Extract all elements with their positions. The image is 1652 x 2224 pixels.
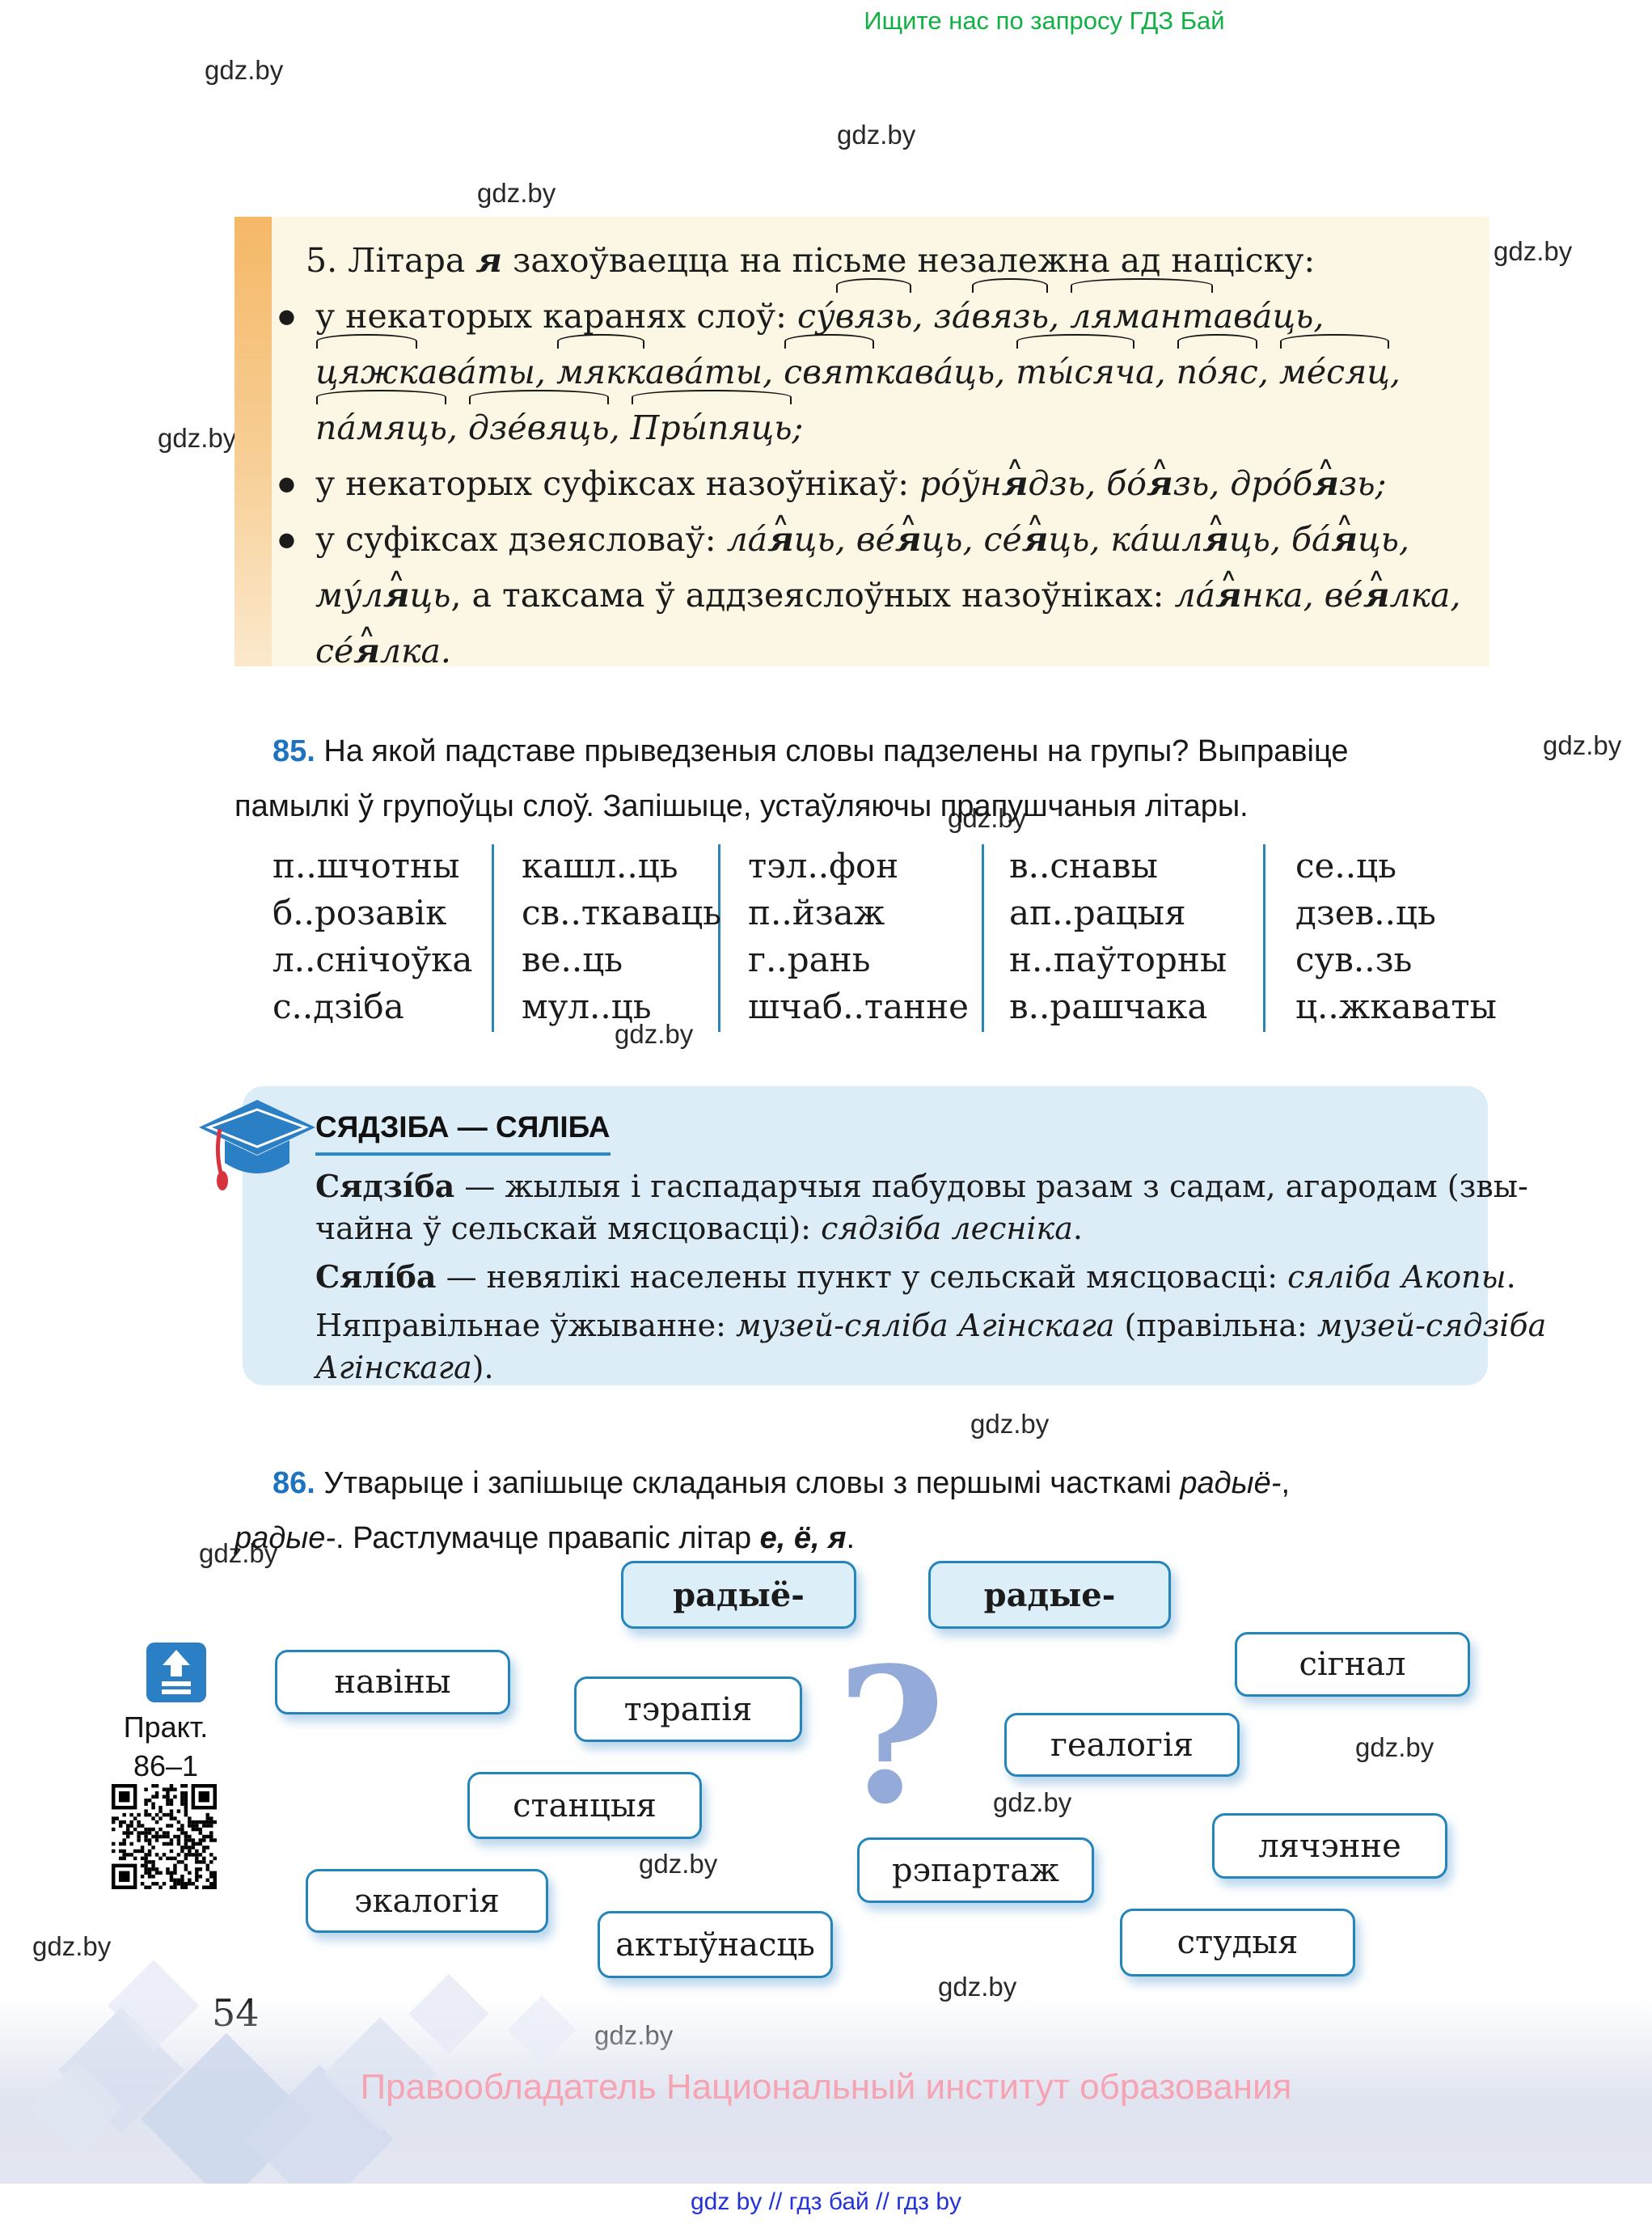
gdz-watermark: gdz.by [970, 1409, 1050, 1439]
table-separator [982, 844, 984, 1032]
word-cell: б..розавік [273, 893, 447, 932]
table-separator [1263, 844, 1265, 1032]
gdz-watermark: gdz.by [1543, 730, 1622, 760]
gdz-watermark: gdz.by [199, 1538, 278, 1568]
rule-line: у некаторых суфіксах назоўнікаў: ро́ўняд… [278, 456, 1457, 512]
word-cell: шчаб..танне [748, 987, 969, 1026]
info-line: Няправільнае ўжыванне: музей-сяліба Агін… [315, 1308, 1547, 1343]
word-cell: мул..ць [522, 987, 652, 1026]
info-box-title: СЯДЗІБА — СЯЛІБА [315, 1110, 611, 1156]
rule-line: у суфіксах дзеясловаў: ла́яць, ве́яць, с… [278, 512, 1457, 568]
rule-text: 5. Літара я захоўваецца на пісьме незале… [278, 233, 1461, 679]
exercise-86-number: 86. [273, 1466, 315, 1500]
gdz-watermark: gdz.by [158, 423, 237, 453]
table-column: п..шчотны б..розавік л..снічоўка с..дзіба [273, 843, 472, 1030]
table-separator [492, 844, 494, 1032]
rule-line: у некаторых каранях слоў: су́вязь, за́вя… [278, 278, 1457, 345]
exercise-85-number: 85. [273, 734, 315, 768]
word-cell: в..рашчака [1009, 987, 1208, 1026]
word-bubble: радыё- [621, 1561, 856, 1629]
word-cell: г..рань [748, 940, 871, 979]
word-cell: сув..зь [1295, 940, 1413, 979]
word-cell: п..шчотны [273, 846, 460, 886]
gdz-watermark: gdz.by [1355, 1732, 1434, 1762]
word-bubble: геалогія [1004, 1713, 1240, 1777]
gdz-watermark: gdz.by [948, 803, 1027, 833]
word-cell: с..дзіба [273, 987, 404, 1026]
rule-line: 5. Літара я захоўваецца на пісьме незале… [306, 241, 1316, 280]
word-cell: дзев..ць [1295, 893, 1436, 932]
info-line: Сялі́ба — невялікі населены пункт у сель… [315, 1258, 1516, 1295]
exercise-85-line1: 85. На якой падставе прыведзеныя словы п… [273, 734, 1349, 768]
word-bubble: станцыя [467, 1772, 702, 1839]
upload-icon [146, 1643, 206, 1702]
table-column: тэл..фон п..йзаж г..рань шчаб..танне [748, 843, 969, 1030]
exercise-86: 86. Утварыце і запішыце складаныя словы … [234, 1456, 1290, 1566]
exercise-85: 85. На якой падставе прыведзеныя словы п… [234, 724, 1348, 834]
rule-box-accent-bar [234, 217, 272, 666]
qr-code [112, 1784, 217, 1889]
bottom-strip [0, 2184, 1652, 2224]
word-cell: н..паўторны [1009, 940, 1227, 979]
exercise-85-line2: памылкі ў групоўцы слоў. Запішыце, устаў… [234, 789, 1249, 823]
rule-line: се́ялка. [315, 624, 1457, 679]
word-table: п..шчотны б..розавік л..снічоўка с..дзіба ка… [234, 843, 1544, 1037]
rule-line: му́ляць, а таксама ў аддзеяслоўных назоў… [315, 568, 1461, 624]
copyright-text: Правообладатель Национальный институт об… [360, 2067, 1292, 2107]
gdz-watermark: gdz.by [477, 178, 556, 208]
gdz-watermark: gdz.by [205, 55, 284, 85]
word-bubble: актыўнасць [598, 1911, 833, 1978]
table-column: кашл..ць св..ткаваць ве..ць мул..ць [522, 843, 721, 1030]
table-separator [718, 844, 720, 1032]
gdz-watermark: gdz.by [1494, 236, 1573, 266]
word-cell: в..снавы [1009, 846, 1158, 886]
word-bubble: экалогія [306, 1869, 548, 1933]
info-line: чайна ў сельскай мясцовасці): сядзіба ле… [315, 1211, 1083, 1246]
rule-line: па́мяць, дзе́вяць, Пры́пяць; [315, 390, 1457, 456]
table-column: в..снавы ап..рацыя н..паўторны в..рашчака [1009, 843, 1227, 1030]
gdz-watermark: gdz.by [639, 1849, 718, 1879]
question-mark: ? [836, 1627, 946, 1846]
footer-links[interactable]: gdz by // гдз бай // гдз by [690, 2188, 962, 2215]
word-bubble: студыя [1120, 1909, 1355, 1977]
info-box: СЯДЗІБА — СЯЛІБА Сядзі́ба — жылыя і гасп… [243, 1086, 1546, 1385]
word-cell: ве..ць [522, 940, 623, 979]
gdz-watermark: gdz.by [938, 1972, 1017, 2002]
gdz-watermark: gdz.by [615, 1019, 694, 1049]
info-box-text: Сядзі́ба — жылыя і гаспадарчыя пабудовы … [315, 1165, 1547, 1389]
word-bubble: радые- [928, 1561, 1171, 1629]
info-line: Агінскага). [315, 1350, 494, 1385]
word-cell: св..ткаваць [522, 893, 721, 932]
word-bubble: сігнал [1235, 1632, 1470, 1697]
table-column: се..ць дзев..ць сув..зь ц..жкаваты [1295, 843, 1497, 1030]
word-bubble: рэпартаж [857, 1837, 1094, 1903]
word-cell: ап..рацыя [1009, 893, 1186, 932]
practice-label: Практ. 86–1 [123, 1710, 209, 1782]
word-cell: кашл..ць [522, 846, 678, 886]
exercise-86-line2: радые-. Растлумачце правапіс літар е, ё,… [234, 1521, 856, 1555]
upload-arrow [163, 1650, 190, 1665]
info-line: Сядзі́ба — жылыя і гаспадарчыя пабудовы … [315, 1168, 1528, 1204]
rule-line: цяжкава́ты, мяккава́ты, святкава́ць, ты́… [315, 334, 1457, 400]
gdz-watermark: gdz.by [993, 1787, 1072, 1817]
rule-box: 5. Літара я захоўваецца на пісьме незале… [234, 217, 1489, 670]
graduation-cap-icon [199, 1100, 315, 1190]
gdz-watermark: gdz.by [837, 120, 916, 150]
word-cell: л..снічоўка [273, 940, 473, 979]
word-cell: ц..жкаваты [1295, 987, 1497, 1026]
word-cell: п..йзаж [748, 893, 885, 932]
word-cell: се..ць [1295, 846, 1396, 886]
word-cell: тэл..фон [748, 846, 899, 886]
word-bubble: тэрапія [574, 1676, 802, 1742]
promo-header: Ищите нас по запросу ГДЗ Бай [864, 6, 1225, 35]
exercise-86-line1: 86. Утварыце і запішыце складаныя словы … [273, 1466, 1290, 1500]
gdz-watermark: gdz.by [32, 1931, 112, 1961]
word-bubble: навіны [275, 1650, 510, 1715]
word-bubble: лячэнне [1212, 1813, 1447, 1879]
